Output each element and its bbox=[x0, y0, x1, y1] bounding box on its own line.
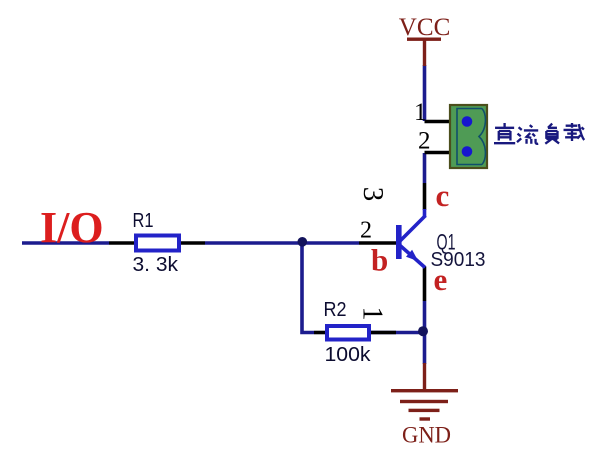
svg-text:2: 2 bbox=[360, 218, 372, 244]
svg-text:3. 3k: 3. 3k bbox=[133, 254, 180, 276]
svg-text:100k: 100k bbox=[325, 344, 372, 366]
svg-text:R1: R1 bbox=[133, 210, 154, 232]
svg-text:I/O: I/O bbox=[40, 203, 104, 252]
svg-text:1: 1 bbox=[414, 99, 427, 126]
svg-text:3: 3 bbox=[357, 187, 389, 202]
svg-text:1: 1 bbox=[357, 307, 388, 321]
svg-text:c: c bbox=[436, 178, 450, 213]
svg-text:GND: GND bbox=[402, 423, 451, 449]
svg-text:e: e bbox=[434, 262, 448, 297]
svg-text:R2: R2 bbox=[324, 299, 347, 321]
svg-text:b: b bbox=[371, 243, 388, 278]
svg-text:S9013: S9013 bbox=[431, 248, 486, 271]
svg-text:2: 2 bbox=[418, 128, 431, 155]
svg-text:Q1: Q1 bbox=[437, 230, 456, 255]
svg-text:VCC: VCC bbox=[399, 14, 451, 41]
